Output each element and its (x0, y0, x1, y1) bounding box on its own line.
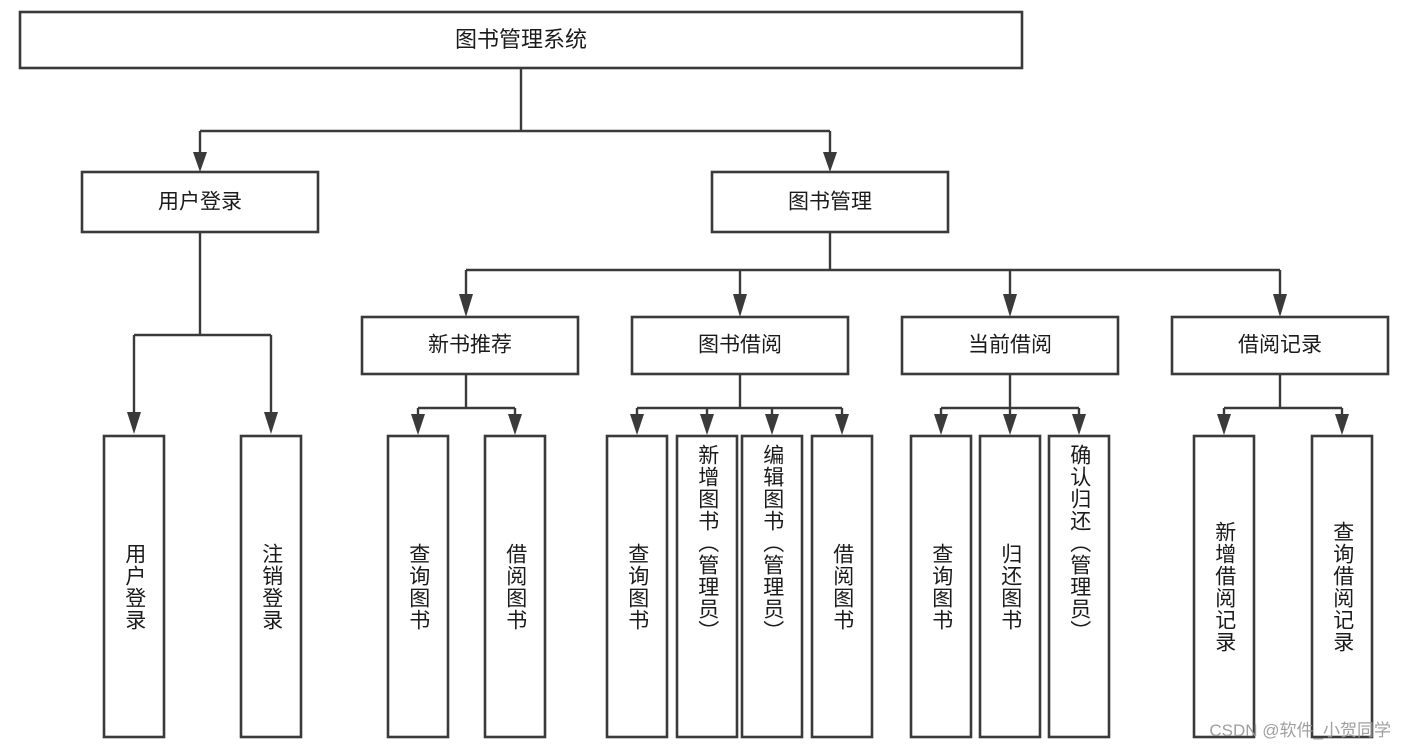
arrow-ul-c1 (127, 412, 141, 434)
arrow-bb-c1 (630, 414, 644, 435)
connector-group-current-borrow (934, 374, 1086, 435)
node-user-login[interactable]: 用户登录 (80, 170, 320, 234)
leaf-box-user-login[interactable] (102, 434, 166, 739)
node-current-borrow-label: 当前借阅 (968, 334, 1052, 357)
node-borrow-record-label: 借阅记录 (1238, 334, 1322, 357)
node-user-login-box[interactable] (80, 170, 320, 234)
connector-group-root (193, 68, 837, 172)
arrow-bm-c4 (1273, 294, 1287, 317)
leaf-boxes (102, 434, 1374, 739)
connector-group-book-mgmt (459, 232, 1287, 317)
arrow-bm-c1 (459, 294, 473, 317)
leaf-box-br-query-record[interactable] (1310, 434, 1374, 739)
arrow-nb-c2 (508, 414, 522, 435)
connector-group-borrow-record (1217, 374, 1349, 435)
arrow-bm-c2 (733, 294, 747, 317)
connector-group-new-book (411, 374, 522, 435)
node-book-management[interactable]: 图书管理 (710, 170, 950, 234)
arrow-bm-c3 (1003, 294, 1017, 317)
connector-group-book-borrow (630, 374, 849, 435)
arrow-ul-c2 (264, 412, 278, 434)
leaf-box-bb-edit-book[interactable] (740, 434, 804, 739)
leaf-box-cb-confirm-return[interactable] (1047, 434, 1111, 739)
leaf-box-nb-borrow-book[interactable] (483, 434, 547, 739)
node-book-borrow-label: 图书借阅 (698, 334, 782, 357)
arrow-to-user-login (193, 152, 207, 172)
node-root-label: 图书管理系统 (455, 27, 587, 52)
arrow-bb-c4 (835, 414, 849, 435)
leaf-box-bb-borrow-book[interactable] (810, 434, 874, 739)
arrow-cb-c1 (934, 414, 948, 435)
arrow-br-c2 (1335, 414, 1349, 435)
arrow-to-book-mgmt (823, 152, 837, 172)
leaf-box-bb-query-book[interactable] (605, 434, 669, 739)
node-current-borrow-box[interactable] (900, 315, 1120, 376)
leaf-box-bb-add-book[interactable] (675, 434, 739, 739)
node-book-management-label: 图书管理 (788, 191, 872, 214)
arrow-cb-c2 (1003, 414, 1017, 435)
node-book-management-box[interactable] (710, 170, 950, 234)
leaf-box-cb-query-book[interactable] (909, 434, 973, 739)
leaf-box-br-add-record[interactable] (1192, 434, 1256, 739)
node-root-box[interactable] (18, 10, 1024, 70)
arrow-cb-c3 (1072, 414, 1086, 435)
node-borrow-record-box[interactable] (1170, 315, 1390, 376)
leaf-box-nb-query-book[interactable] (386, 434, 450, 739)
leaf-box-logout[interactable] (239, 434, 303, 739)
node-book-borrow-box[interactable] (630, 315, 850, 376)
arrow-bb-c3 (765, 414, 779, 435)
node-borrow-record[interactable]: 借阅记录 (1170, 315, 1390, 376)
node-root[interactable]: 图书管理系统 (18, 10, 1024, 70)
node-new-book-recommend-box[interactable] (360, 315, 580, 376)
node-current-borrow[interactable]: 当前借阅 (900, 315, 1120, 376)
node-new-book-recommend-label: 新书推荐 (428, 334, 512, 357)
arrow-br-c1 (1217, 414, 1231, 435)
leaf-box-cb-return-book[interactable] (978, 434, 1042, 739)
arrow-bb-c2 (700, 414, 714, 435)
node-new-book-recommend[interactable]: 新书推荐 (360, 315, 580, 376)
node-book-borrow[interactable]: 图书借阅 (630, 315, 850, 376)
connector-group-user-login (127, 232, 278, 434)
node-user-login-label: 用户登录 (158, 191, 242, 214)
arrow-nb-c1 (411, 414, 425, 435)
